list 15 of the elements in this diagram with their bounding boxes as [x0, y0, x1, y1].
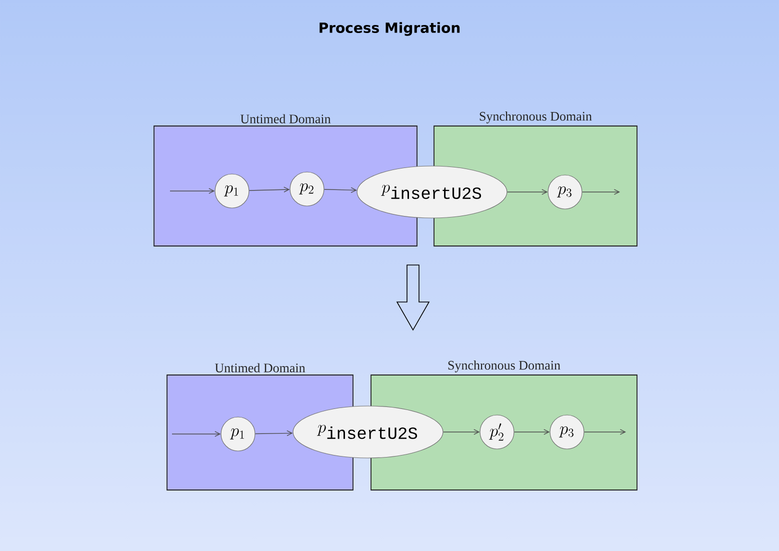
- title: Process Migration: [320, 22, 460, 36]
- arrow: [584, 429, 626, 435]
- node-label: Synchronous Domain: [480, 112, 592, 124]
- arrow: [254, 430, 293, 436]
- arrow: [506, 189, 548, 195]
- arrow: [442, 429, 480, 435]
- arrow: [514, 429, 550, 435]
- arrow: [170, 188, 215, 194]
- arrow: [324, 187, 357, 193]
- node-label: Untimed Domain: [214, 363, 306, 372]
- node-label: Untimed Domain: [240, 114, 331, 124]
- arrow: [582, 189, 620, 195]
- node-label: Synchronous Domain: [448, 360, 560, 372]
- arrow: [248, 186, 290, 192]
- arrow: [172, 431, 221, 437]
